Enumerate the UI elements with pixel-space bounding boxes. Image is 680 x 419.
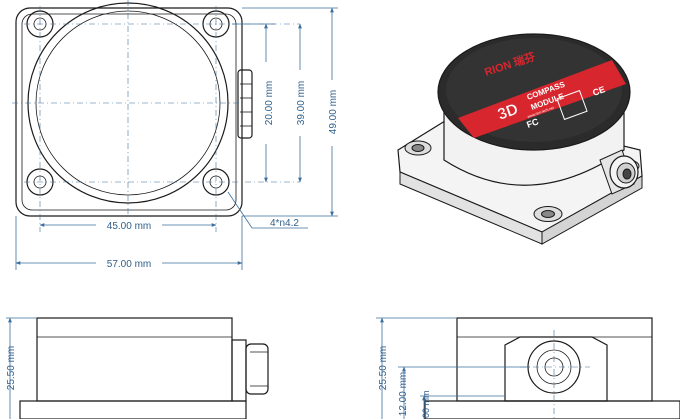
dim-width-holes: 45.00 mm	[107, 221, 151, 232]
dim-side-height-right: 25.50 mm	[378, 346, 389, 390]
side-base	[19, 400, 247, 419]
housing-inner-circle	[35, 10, 221, 196]
side-base-right	[424, 400, 680, 419]
dim-side-mid: 12.00 mm	[398, 372, 409, 416]
cable-gland-top	[237, 69, 253, 139]
label-3d: 3D	[496, 101, 521, 124]
side-gland-nut	[245, 343, 269, 395]
iso-cable-gland	[599, 149, 639, 195]
axis-icon	[556, 89, 588, 121]
dim-side-height-left: 25.50 mm	[6, 346, 17, 390]
dim-side-low: 5.00 mm	[421, 390, 431, 419]
dim-height-inner: 20.00 mm	[264, 81, 275, 125]
side-view-right: 25.50 mm 12.00 mm 5.00 mm	[376, 317, 680, 419]
side-housing	[36, 317, 233, 402]
base-plate-inner-edge	[21, 13, 237, 211]
side-gland-body	[231, 339, 247, 402]
gland-front-body	[504, 336, 608, 402]
product-illustration: RION 瑞芬 3D COMPASS MODULE www.rion-tech.…	[397, 33, 643, 245]
dim-height-holes: 39.00 mm	[296, 81, 307, 125]
fc-mark: FC	[525, 116, 540, 130]
side-view-left: 25.50 mm	[6, 317, 269, 419]
dim-height-total: 49.00 mm	[328, 90, 339, 134]
iso-red-stripe	[458, 60, 626, 138]
dim-width-total: 57.00 mm	[107, 259, 151, 270]
side-housing-right	[456, 317, 653, 402]
hole-callout: 4*n4.2	[270, 218, 299, 229]
top-view: 45.00 mm 57.00 mm 20.00 mm 39.00 mm 49.0…	[12, 0, 339, 270]
base-plate-outline	[15, 7, 243, 217]
ce-mark: CE	[591, 84, 606, 98]
